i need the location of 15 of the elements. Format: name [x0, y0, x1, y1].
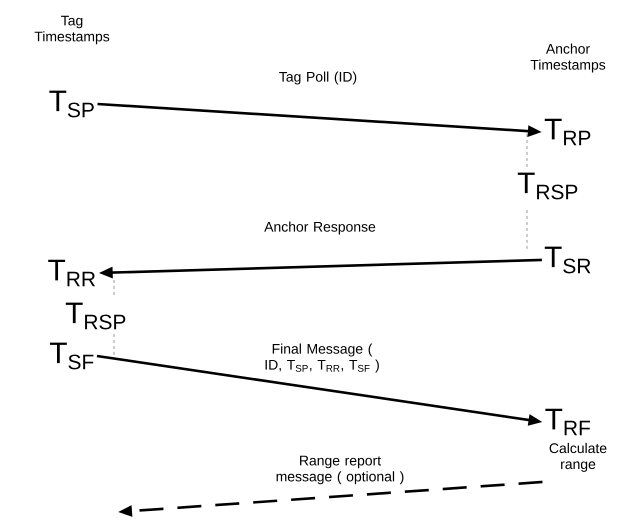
timestamp: T$_{RR}$: [48, 260, 96, 286]
edge-label: Anchor Response: [264, 221, 376, 234]
edge-label: Final Message ( ID, T$_{SP}$, T$_{RR}$, T$_{SF}$ ): [266, 344, 379, 372]
interval-label: T$_{RSP}$: [66, 302, 126, 330]
note: Calculate range: [550, 442, 606, 472]
edge-label: Range report message ( optional ): [276, 456, 404, 484]
column-heading: Tag Timestamps: [34, 16, 110, 44]
timestamp: T$_{SR}$: [544, 246, 590, 274]
timestamp: T$_{SP}$: [49, 90, 94, 118]
timestamp: T$_{SF}$: [50, 342, 94, 370]
interval-label: T$_{RSP}$: [518, 172, 578, 200]
timestamp: T$_{RP}$: [544, 118, 590, 146]
timestamp: T$_{RF}$: [545, 408, 590, 436]
column-heading: Anchor Timestamps: [530, 44, 606, 72]
edge-label: Tag Poll (ID): [279, 71, 356, 84]
